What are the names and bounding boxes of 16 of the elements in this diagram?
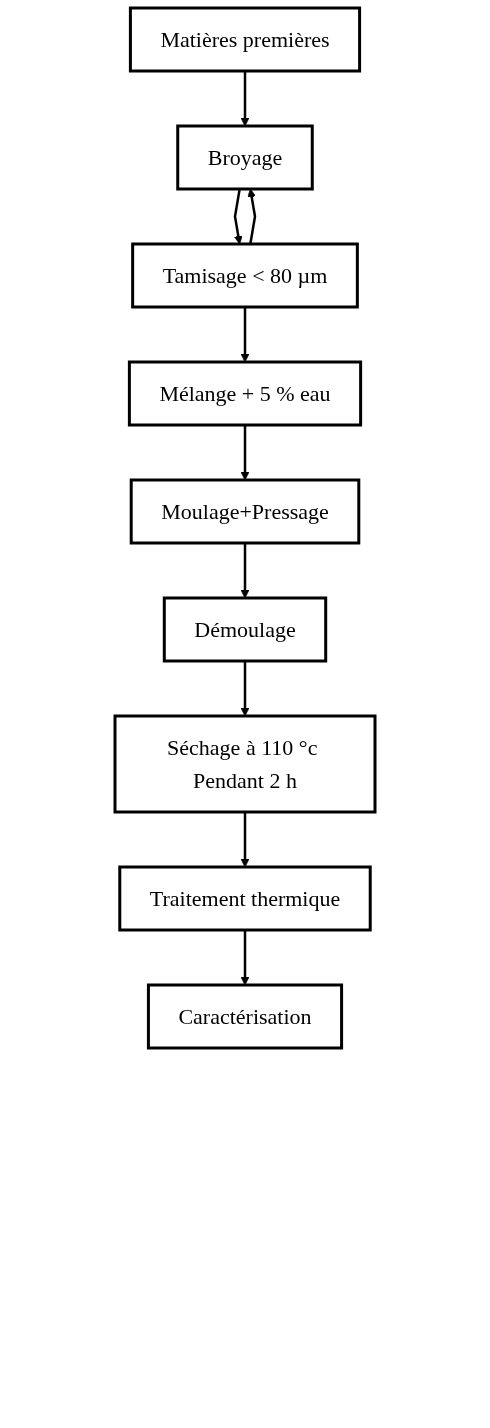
node-box: Mélange + 5 % eau (127, 360, 363, 427)
node-box: Tamisage < 80 µm (131, 242, 359, 309)
arrow (240, 307, 250, 363)
node-box: Moulage+Pressage (129, 478, 361, 545)
node-box: Matières premières (128, 6, 362, 73)
arrow (240, 543, 250, 599)
arrow (240, 425, 250, 481)
node-box: Séchage à 110 °c Pendant 2 h (113, 714, 377, 814)
arrow (240, 812, 250, 868)
arrow (240, 930, 250, 986)
node-box: Caractérisation (146, 983, 344, 1050)
node-box: Traitement thermique (118, 865, 372, 932)
node-box: Démoulage (162, 596, 328, 663)
node-box: Broyage (176, 124, 314, 191)
arrow (240, 71, 250, 127)
arrow (240, 661, 250, 717)
